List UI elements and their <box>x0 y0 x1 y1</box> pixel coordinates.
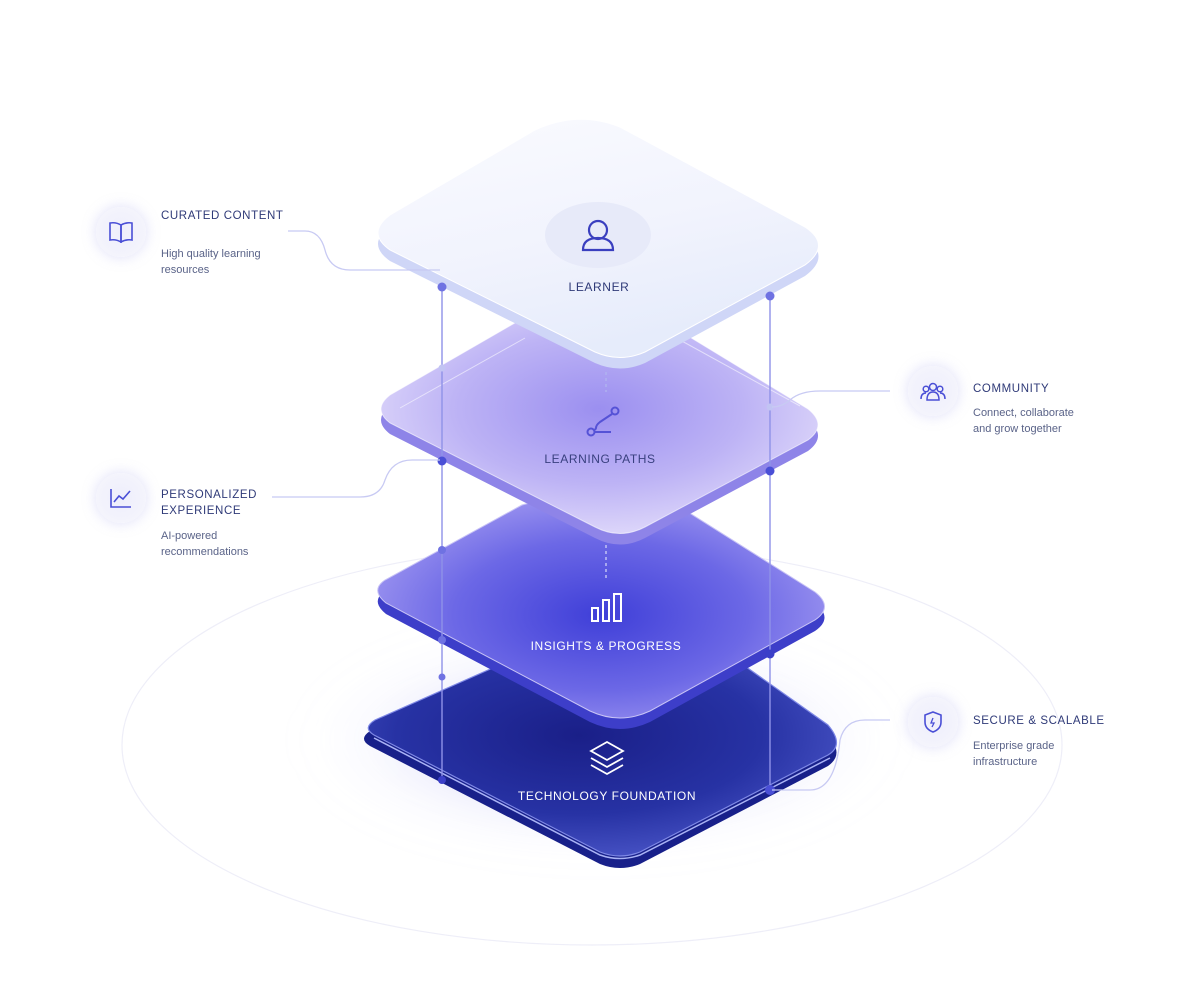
callout-leaders <box>272 230 890 791</box>
shield-icon <box>908 697 958 747</box>
layer-label-technology-foundation: TECHNOLOGY FOUNDATION <box>517 789 697 803</box>
book-icon <box>96 207 146 257</box>
callout-desc-line2: and grow together <box>973 423 1062 435</box>
user-icon <box>581 219 615 252</box>
callout-desc-line1: High quality learning <box>161 248 261 260</box>
layers-icon <box>589 740 625 776</box>
callout-title: CURATED CONTENT <box>161 210 284 222</box>
people-icon <box>908 366 958 416</box>
callout-title: SECURE & SCALABLE <box>973 715 1105 727</box>
trend-chart-icon <box>96 473 146 523</box>
layer-label-insights-progress: INSIGHTS & PROGRESS <box>530 639 682 653</box>
learner-icon-backdrop <box>545 202 651 268</box>
layer-learner <box>377 118 819 369</box>
layer-label-learner: LEARNER <box>568 280 630 294</box>
callout-personalized-experience: PERSONALIZED EXPERIENCE AI-powered recom… <box>96 473 336 563</box>
callout-desc-line2: resources <box>161 264 210 276</box>
connector-nodes <box>437 282 775 795</box>
callout-title-line1: PERSONALIZED <box>161 489 258 501</box>
layer-label-learning-paths: LEARNING PATHS <box>544 452 656 466</box>
callout-desc-line1: Connect, collaborate <box>973 407 1074 419</box>
callout-desc-line1: Enterprise grade <box>973 740 1055 752</box>
layer-technology-foundation <box>364 654 838 868</box>
callout-secure-scalable: SECURE & SCALABLE Enterprise grade infra… <box>908 697 1148 777</box>
route-icon <box>586 406 620 437</box>
bar-chart-icon <box>591 593 622 622</box>
callout-desc-line2: infrastructure <box>973 756 1038 768</box>
callout-curated-content: CURATED CONTENT High quality learning re… <box>96 207 336 287</box>
callout-desc-line1: AI-powered <box>161 530 218 542</box>
callout-desc-line2: recommendations <box>161 546 249 558</box>
callout-title-line2: EXPERIENCE <box>161 505 242 517</box>
callout-community: COMMUNITY Connect, collaborate and grow … <box>908 366 1148 446</box>
callout-title: COMMUNITY <box>973 383 1050 395</box>
